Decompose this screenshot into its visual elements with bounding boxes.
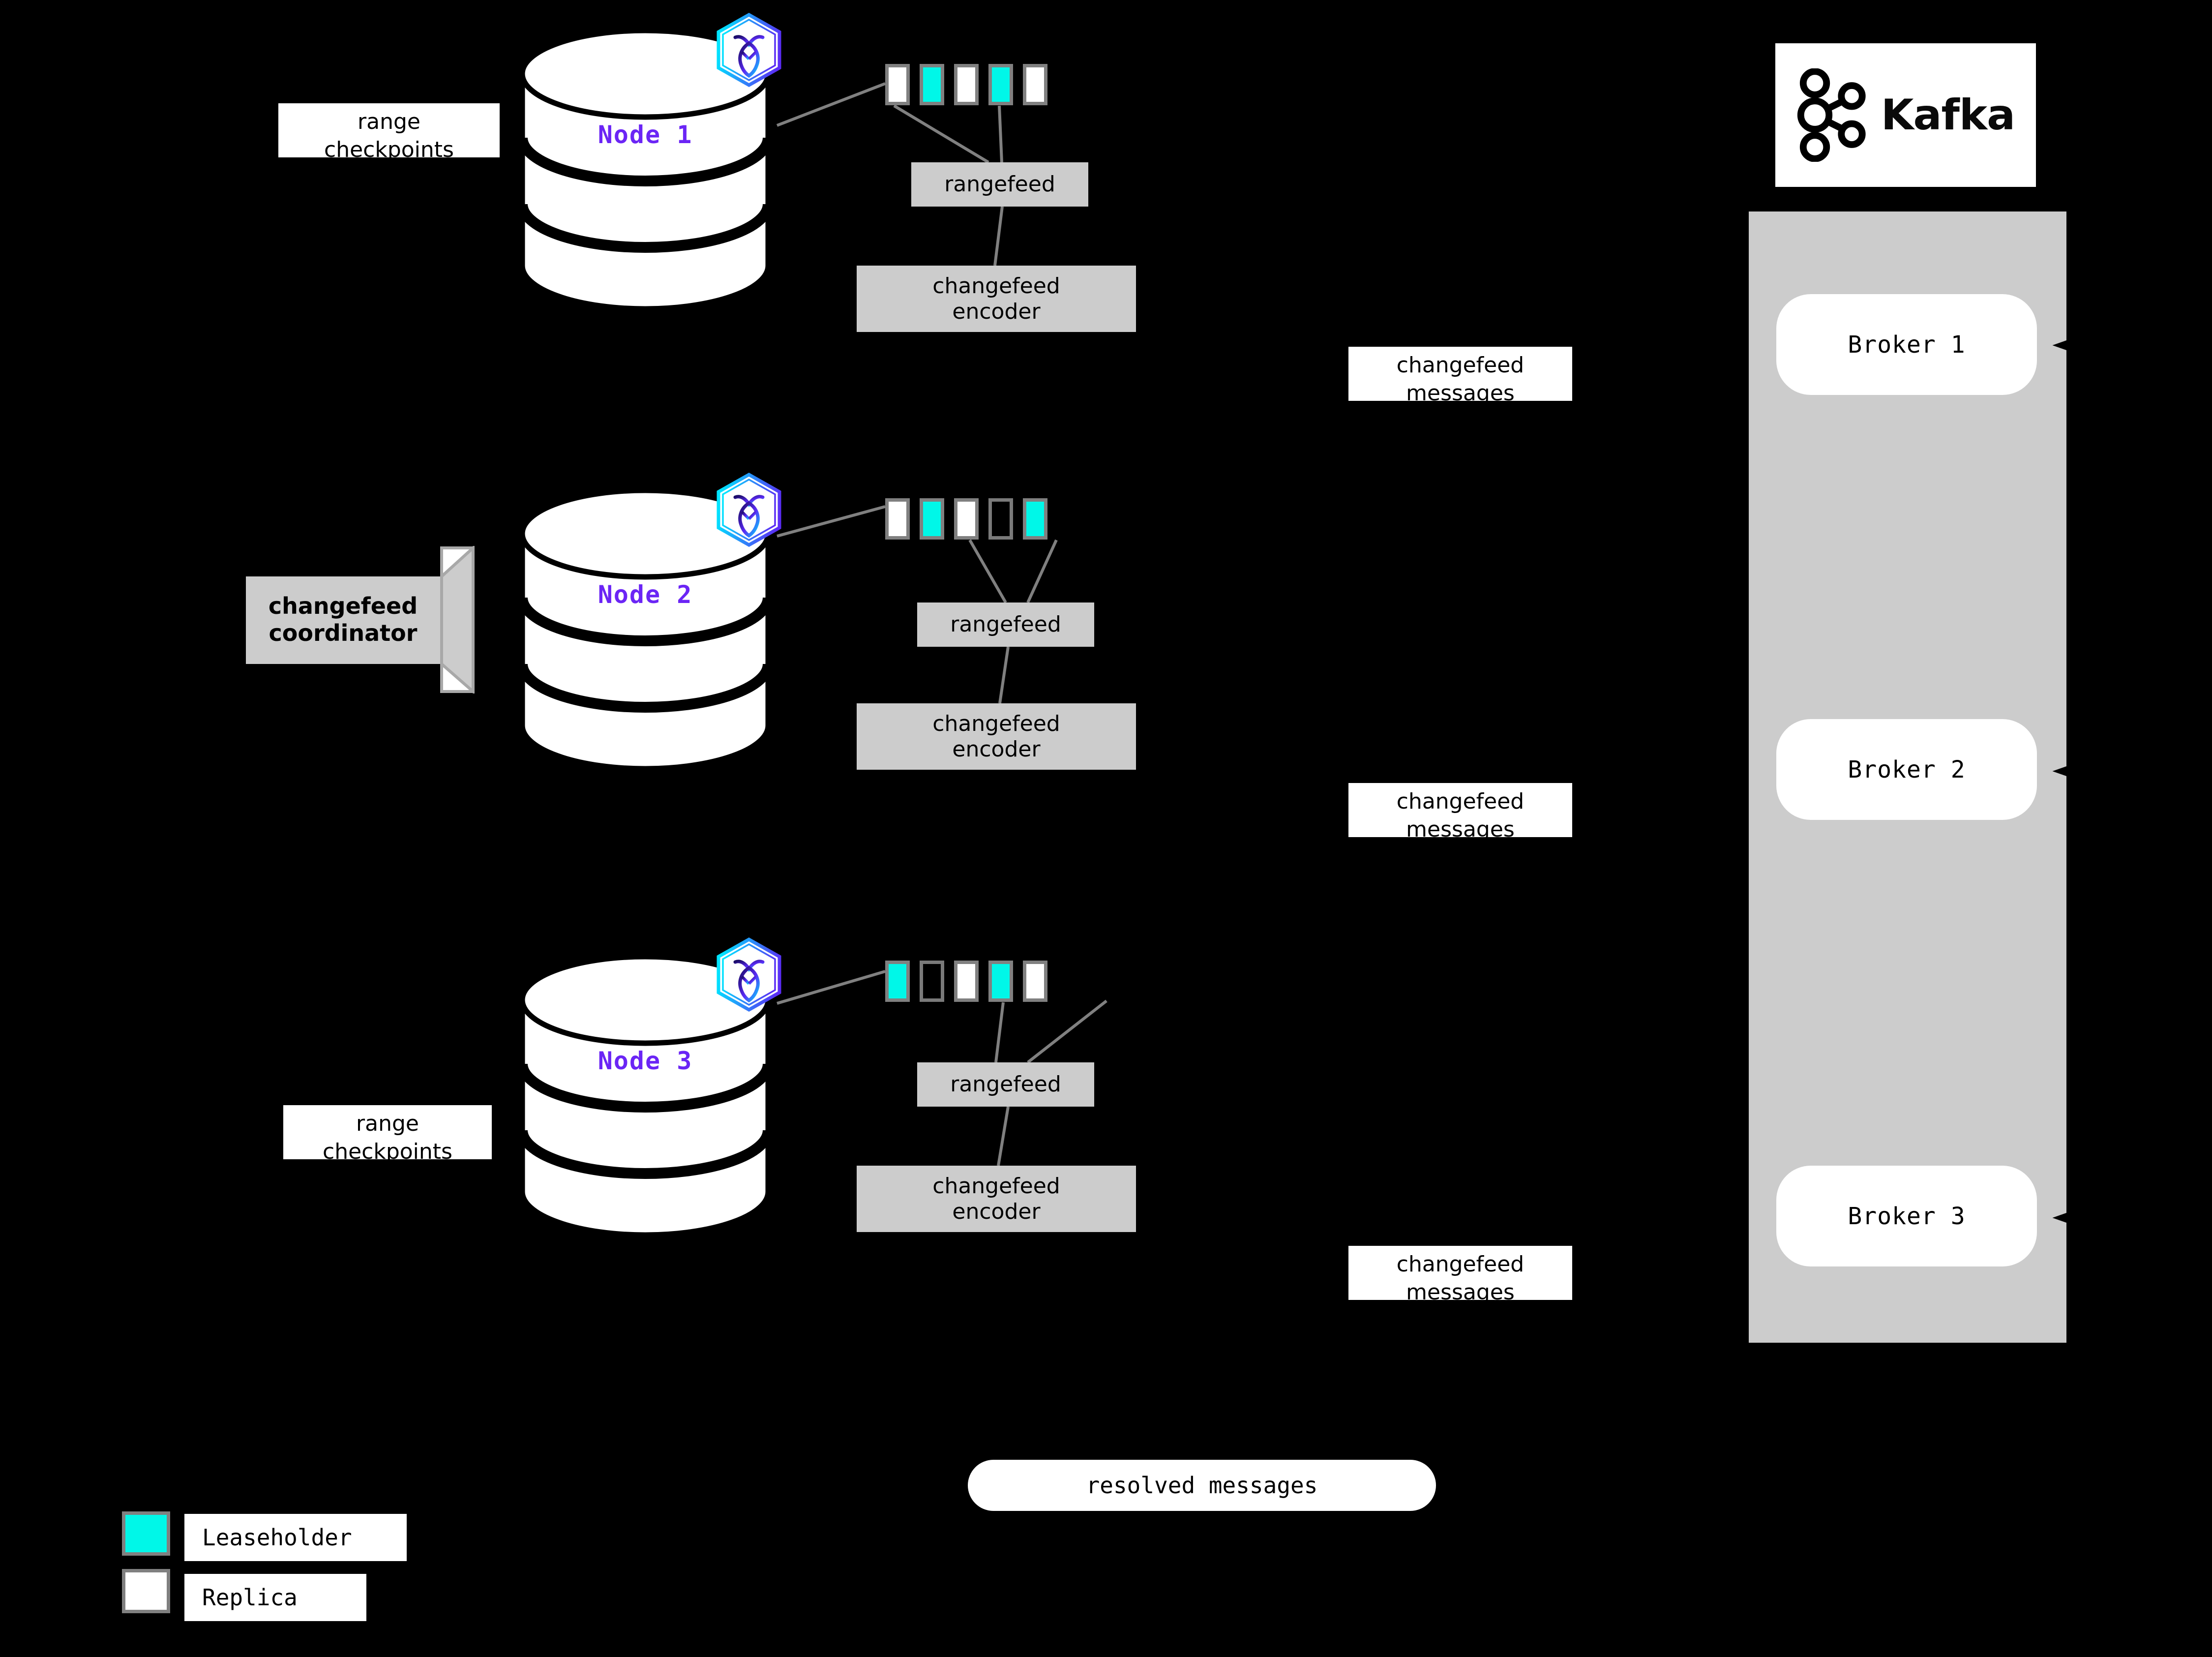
node-2-label: Node 2 (598, 580, 693, 609)
encoder-line-1: changefeed (932, 711, 1060, 736)
range-checkpoints-line-1: range (358, 109, 420, 135)
edge-label-line-2: messages (1406, 381, 1515, 406)
node-1-range-row (885, 64, 1047, 105)
encoder-line-2: encoder (952, 736, 1041, 762)
node-3-range-checkpoints-label: range checkpoints (283, 1105, 492, 1164)
range-leaseholder[interactable] (920, 498, 944, 540)
encoder-line-2: encoder (952, 299, 1041, 324)
encoder-line-1: changefeed (932, 273, 1060, 299)
node-2-changefeed-encoder-box[interactable]: changefeed encoder (857, 703, 1136, 770)
range-replica[interactable] (954, 498, 979, 540)
node-3-changefeed-encoder-box[interactable]: changefeed encoder (857, 1166, 1136, 1232)
node-cylinder-3: Node 3 (517, 953, 773, 1238)
range-leaseholder[interactable] (920, 64, 944, 105)
edge-label-line-2: messages (1406, 817, 1515, 843)
range-checkpoints-line-1: range (356, 1111, 419, 1137)
node-3-range-row (885, 961, 1047, 1002)
kafka-logo-box: Kafka (1775, 43, 2036, 187)
kafka-wordmark: Kafka (1881, 90, 2015, 140)
range-leaseholder[interactable] (988, 64, 1013, 105)
changefeed-messages-label-2: changefeed messages (1348, 783, 1572, 842)
node-cylinder-1: Node 1 (517, 27, 773, 312)
changefeed-messages-label-1: changefeed messages (1348, 347, 1572, 406)
broker-3[interactable]: Broker 3 (1776, 1166, 2037, 1266)
node-1-changefeed-encoder-box[interactable]: changefeed encoder (857, 266, 1136, 332)
range-leaseholder[interactable] (988, 961, 1013, 1002)
resolved-messages-pill[interactable]: resolved messages (968, 1460, 1436, 1511)
range-checkpoints-line-2: checkpoints (324, 137, 454, 163)
coordinator-line-1: changefeed (268, 592, 418, 619)
range-replica[interactable] (954, 961, 979, 1002)
range-replica[interactable] (885, 498, 910, 540)
node-3-rangefeed-box[interactable]: rangefeed (917, 1062, 1094, 1107)
cockroachdb-hex-icon (710, 470, 788, 553)
broker-2[interactable]: Broker 2 (1776, 719, 2037, 820)
node-cylinder-2: Node 2 (517, 487, 773, 772)
coordinator-text: changefeed coordinator (246, 593, 440, 647)
edge-label-line-1: changefeed (1396, 353, 1524, 378)
range-leaseholder[interactable] (885, 961, 910, 1002)
range-empty[interactable] (988, 498, 1013, 540)
legend-swatch-leaseholder (122, 1511, 170, 1556)
cockroachdb-hex-icon (710, 10, 788, 93)
node-2-rangefeed-box[interactable]: rangefeed (917, 603, 1094, 647)
node-1-label: Node 1 (598, 121, 693, 149)
edge-label-line-2: messages (1406, 1280, 1515, 1305)
changefeed-messages-label-3: changefeed messages (1348, 1246, 1572, 1305)
range-checkpoints-line-2: checkpoints (323, 1139, 452, 1165)
range-replica[interactable] (954, 64, 979, 105)
node-2-range-row (885, 498, 1047, 540)
encoder-line-2: encoder (952, 1199, 1041, 1224)
kafka-node-graph-icon (1797, 68, 1866, 162)
coordinator-line-2: coordinator (269, 620, 418, 646)
node-3-label: Node 3 (598, 1047, 693, 1075)
legend-swatch-replica (122, 1569, 170, 1613)
broker-1[interactable]: Broker 1 (1776, 294, 2037, 395)
changefeed-coordinator[interactable]: changefeed coordinator (246, 546, 482, 693)
cockroachdb-hex-icon (710, 934, 788, 1018)
range-replica[interactable] (885, 64, 910, 105)
node-1-range-checkpoints-label: range checkpoints (278, 103, 500, 162)
range-replica[interactable] (1023, 961, 1047, 1002)
encoder-line-1: changefeed (932, 1173, 1060, 1199)
range-replica[interactable] (1023, 64, 1047, 105)
range-leaseholder[interactable] (1023, 498, 1047, 540)
edge-label-line-1: changefeed (1396, 1252, 1524, 1277)
legend-label-replica: Replica (184, 1574, 366, 1621)
edge-label-line-1: changefeed (1396, 789, 1524, 814)
kafka-inbound-arrowheads (2052, 336, 2077, 1227)
range-empty[interactable] (920, 961, 944, 1002)
legend-label-leaseholder: Leaseholder (184, 1514, 407, 1561)
node-1-rangefeed-box[interactable]: rangefeed (911, 162, 1088, 207)
